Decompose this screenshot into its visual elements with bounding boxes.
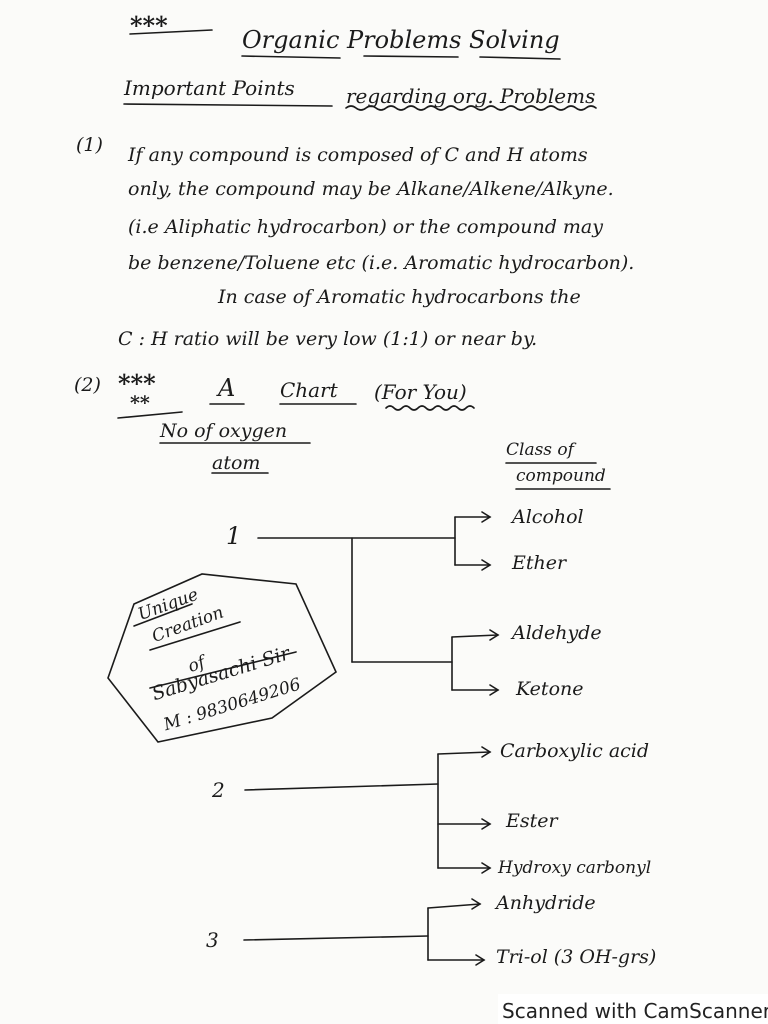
stamp-underline-2	[149, 621, 241, 651]
oxygen-header-line-1: No of oxygen	[160, 420, 288, 442]
point-1-line-2: only, the compound may be Alkane/Alkene/…	[128, 178, 614, 200]
point-1-line-4: be benzene/Toluene etc (i.e. Aromatic hy…	[128, 252, 635, 274]
point-1-number: (1)	[76, 134, 103, 156]
point-1-line-5: In case of Aromatic hydrocarbons the	[218, 286, 581, 308]
point-2-chart: Chart	[280, 378, 338, 402]
oxygen-count-1: 1	[226, 522, 242, 550]
scanner-watermark: Scanned with CamScanner	[498, 994, 768, 1024]
point-1-line-6: C : H ratio will be very low (1:1) or ne…	[118, 328, 538, 350]
class-ketone: Ketone	[516, 678, 584, 700]
arrowhead-anhydride	[471, 898, 482, 910]
arrow-aldehyde	[451, 634, 499, 638]
oxygen-count-2: 2	[212, 778, 225, 802]
page-title: Organic Problems Solving	[242, 26, 560, 54]
header-stars: ***	[130, 11, 168, 40]
point-1-line-3: (i.e Aliphatic hydrocarbon) or the compo…	[128, 216, 603, 238]
arrow-anhydride	[427, 903, 481, 909]
stars-underline-2	[117, 411, 183, 419]
point-2-number: (2)	[74, 374, 101, 396]
class-ether: Ether	[512, 552, 567, 574]
stamp-underline-3	[149, 651, 297, 689]
arrowhead-ester	[481, 818, 492, 830]
subtitle-important-points: Important Points	[124, 76, 295, 100]
class-ester: Ester	[506, 810, 558, 832]
arrowhead-alcohol	[481, 511, 492, 523]
stars-underline	[129, 29, 213, 35]
point-2-a: A	[218, 374, 236, 402]
title-underline-3	[479, 56, 561, 60]
point-2-for-you: (For You)	[374, 380, 467, 404]
class-triol: Tri-ol (3 OH-grs)	[496, 946, 657, 968]
class-aldehyde: Aldehyde	[512, 622, 602, 644]
class-header-line-2: compound	[516, 466, 606, 486]
subtitle-wavy-underline	[345, 105, 597, 111]
class-carboxylic-acid: Carboxylic acid	[500, 740, 650, 762]
arrowhead-ether	[481, 559, 492, 571]
oxygen-header-line-2: atom	[212, 452, 261, 474]
arrow-carboxylic	[437, 751, 491, 755]
title-underline-1	[241, 55, 341, 59]
arrowhead-hydroxy	[481, 862, 492, 874]
for-you-wavy-underline	[385, 405, 475, 411]
point-2-stars: ***	[118, 369, 156, 398]
arrowhead-ketone	[489, 684, 500, 696]
subtitle-underline	[123, 103, 333, 107]
arrowhead-triol	[475, 954, 486, 966]
title-underline-2	[363, 55, 459, 58]
class-alcohol: Alcohol	[512, 506, 584, 528]
stamp-underline-1	[133, 603, 193, 627]
class-anhydride: Anhydride	[496, 892, 596, 914]
subtitle-regarding: regarding org. Problems	[346, 84, 596, 108]
oxygen-count-3: 3	[206, 928, 219, 952]
branch-2-main	[244, 783, 439, 791]
class-hydroxy-carbonyl: Hydroxy carbonyl	[498, 858, 652, 878]
arrowhead-carboxylic	[481, 746, 492, 758]
class-header-line-1: Class of	[506, 440, 574, 460]
branch-3-main	[243, 935, 429, 941]
point-1-line-1: If any compound is composed of C and H a…	[128, 144, 588, 166]
arrowhead-aldehyde	[489, 629, 500, 641]
stamp-border	[107, 573, 337, 743]
point-2-stars-lower: **	[130, 392, 150, 414]
